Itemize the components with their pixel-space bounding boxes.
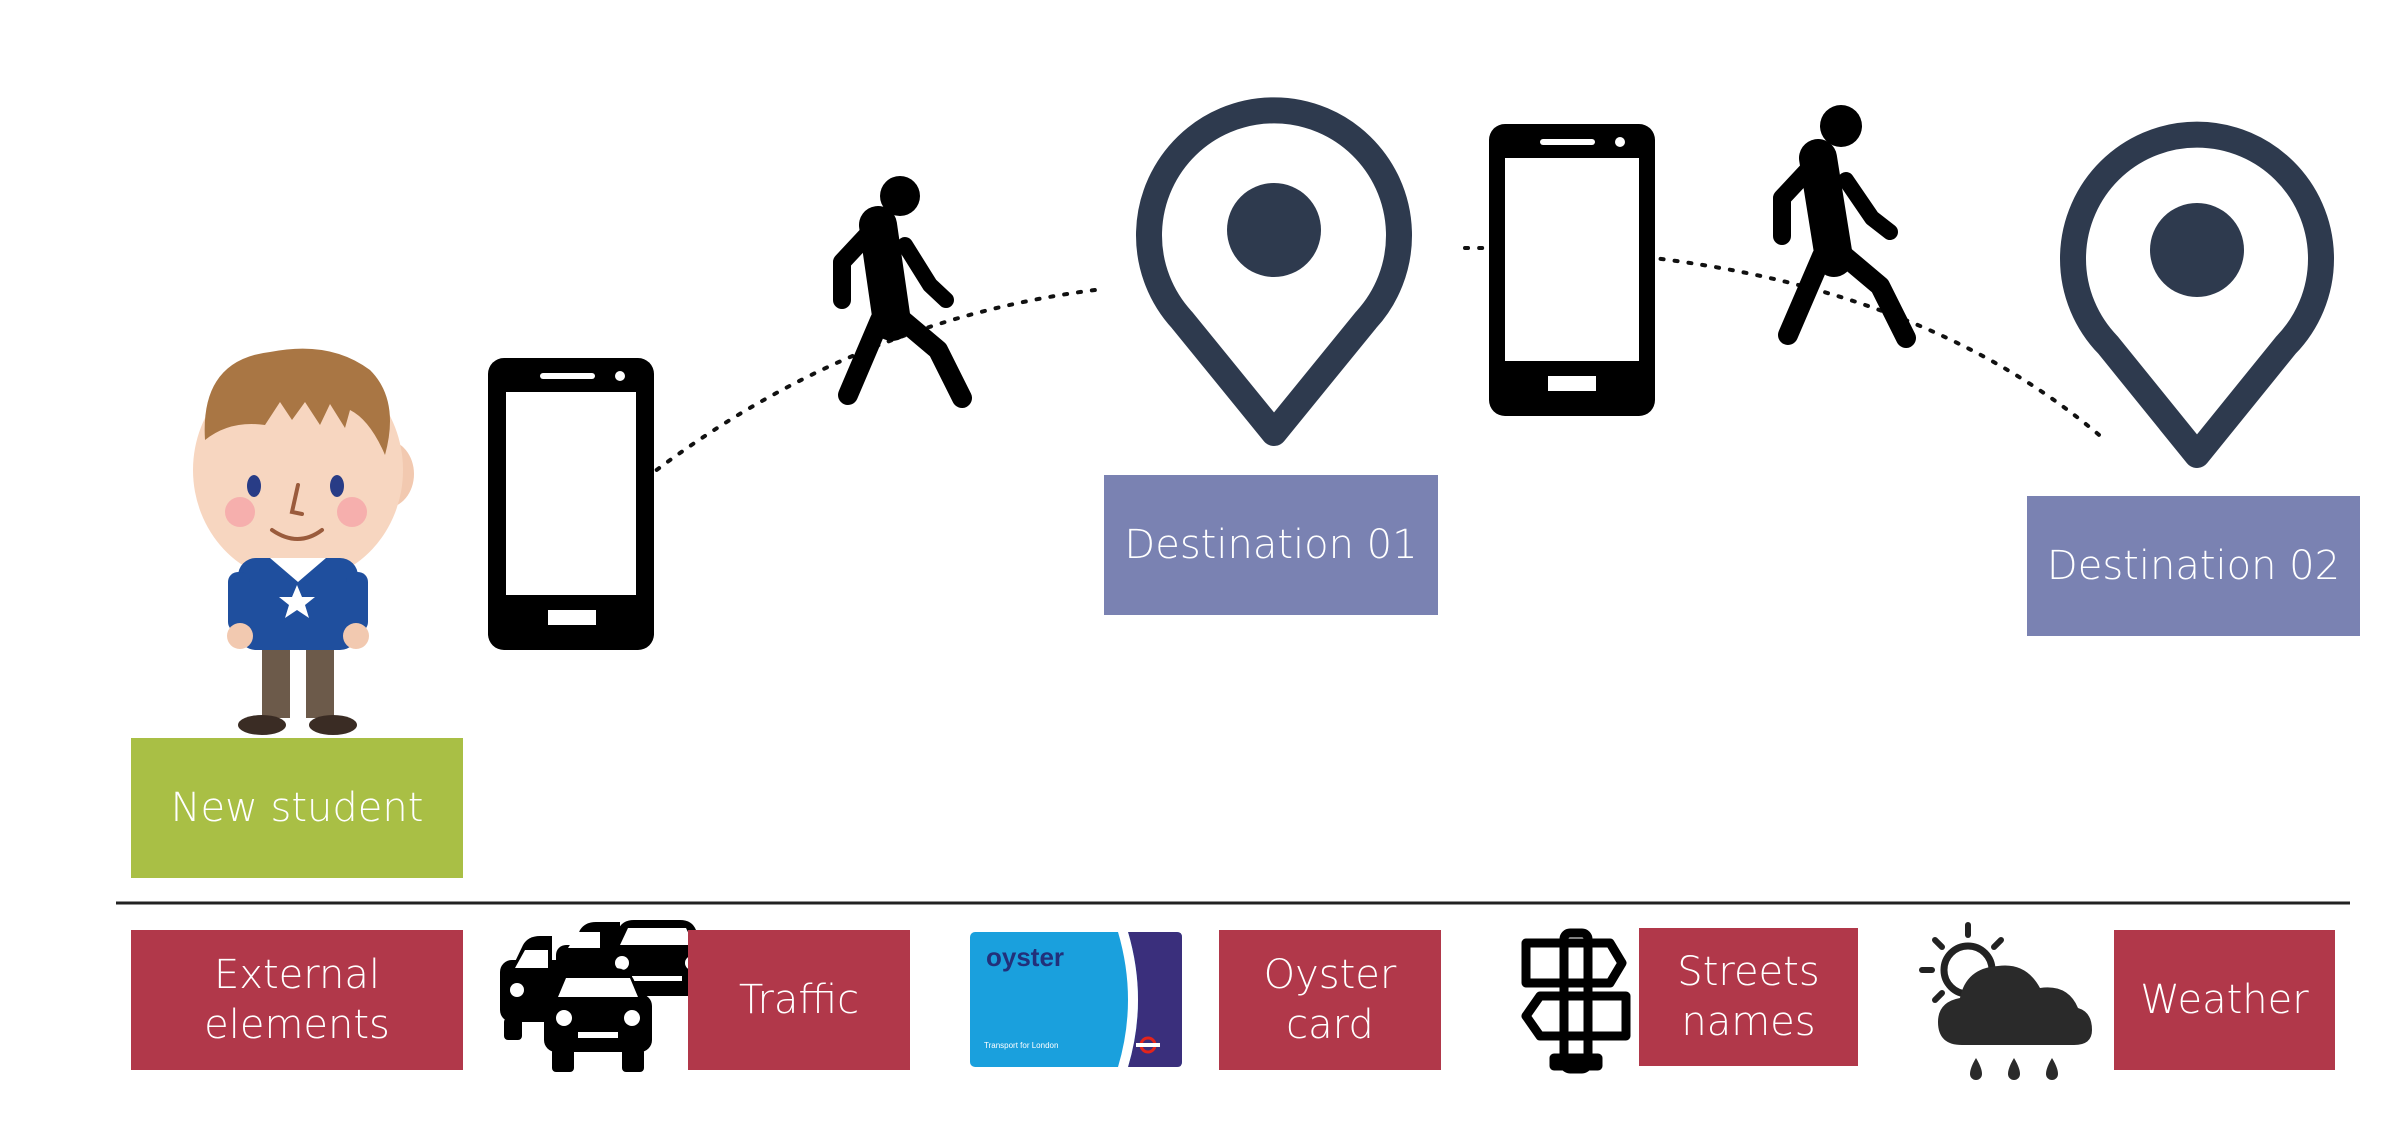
cars-traffic-icon: [500, 920, 710, 1072]
new-student-label: New student: [131, 738, 463, 878]
oyster-card-icon: oyster Transport for London: [970, 932, 1182, 1067]
walking-person-icon-2: [1773, 105, 1916, 348]
oyster-brand-text: oyster: [986, 942, 1064, 972]
weather-label: Weather: [2114, 930, 2335, 1070]
destination-02-label: Destination 02: [2027, 496, 2360, 636]
traffic-label: Traffic: [688, 930, 910, 1070]
weather-cloud-rain-icon: [1919, 922, 2092, 1080]
smartphone-icon-1: [488, 358, 654, 650]
location-pin-icon-2: [2060, 121, 2334, 468]
external-elements-label: External elements: [131, 930, 463, 1070]
location-pin-icon-1: [1136, 97, 1412, 446]
smartphone-icon-2: [1489, 124, 1655, 416]
signpost-icon: [1521, 928, 1631, 1074]
oyster-card-label: Oyster card: [1219, 930, 1441, 1070]
destination-01-label: Destination 01: [1104, 475, 1438, 615]
student-character-icon: [193, 348, 414, 735]
walking-person-icon-1: [833, 176, 972, 408]
streets-names-label: Streets names: [1639, 928, 1858, 1066]
oyster-subtitle-text: Transport for London: [984, 1041, 1058, 1050]
